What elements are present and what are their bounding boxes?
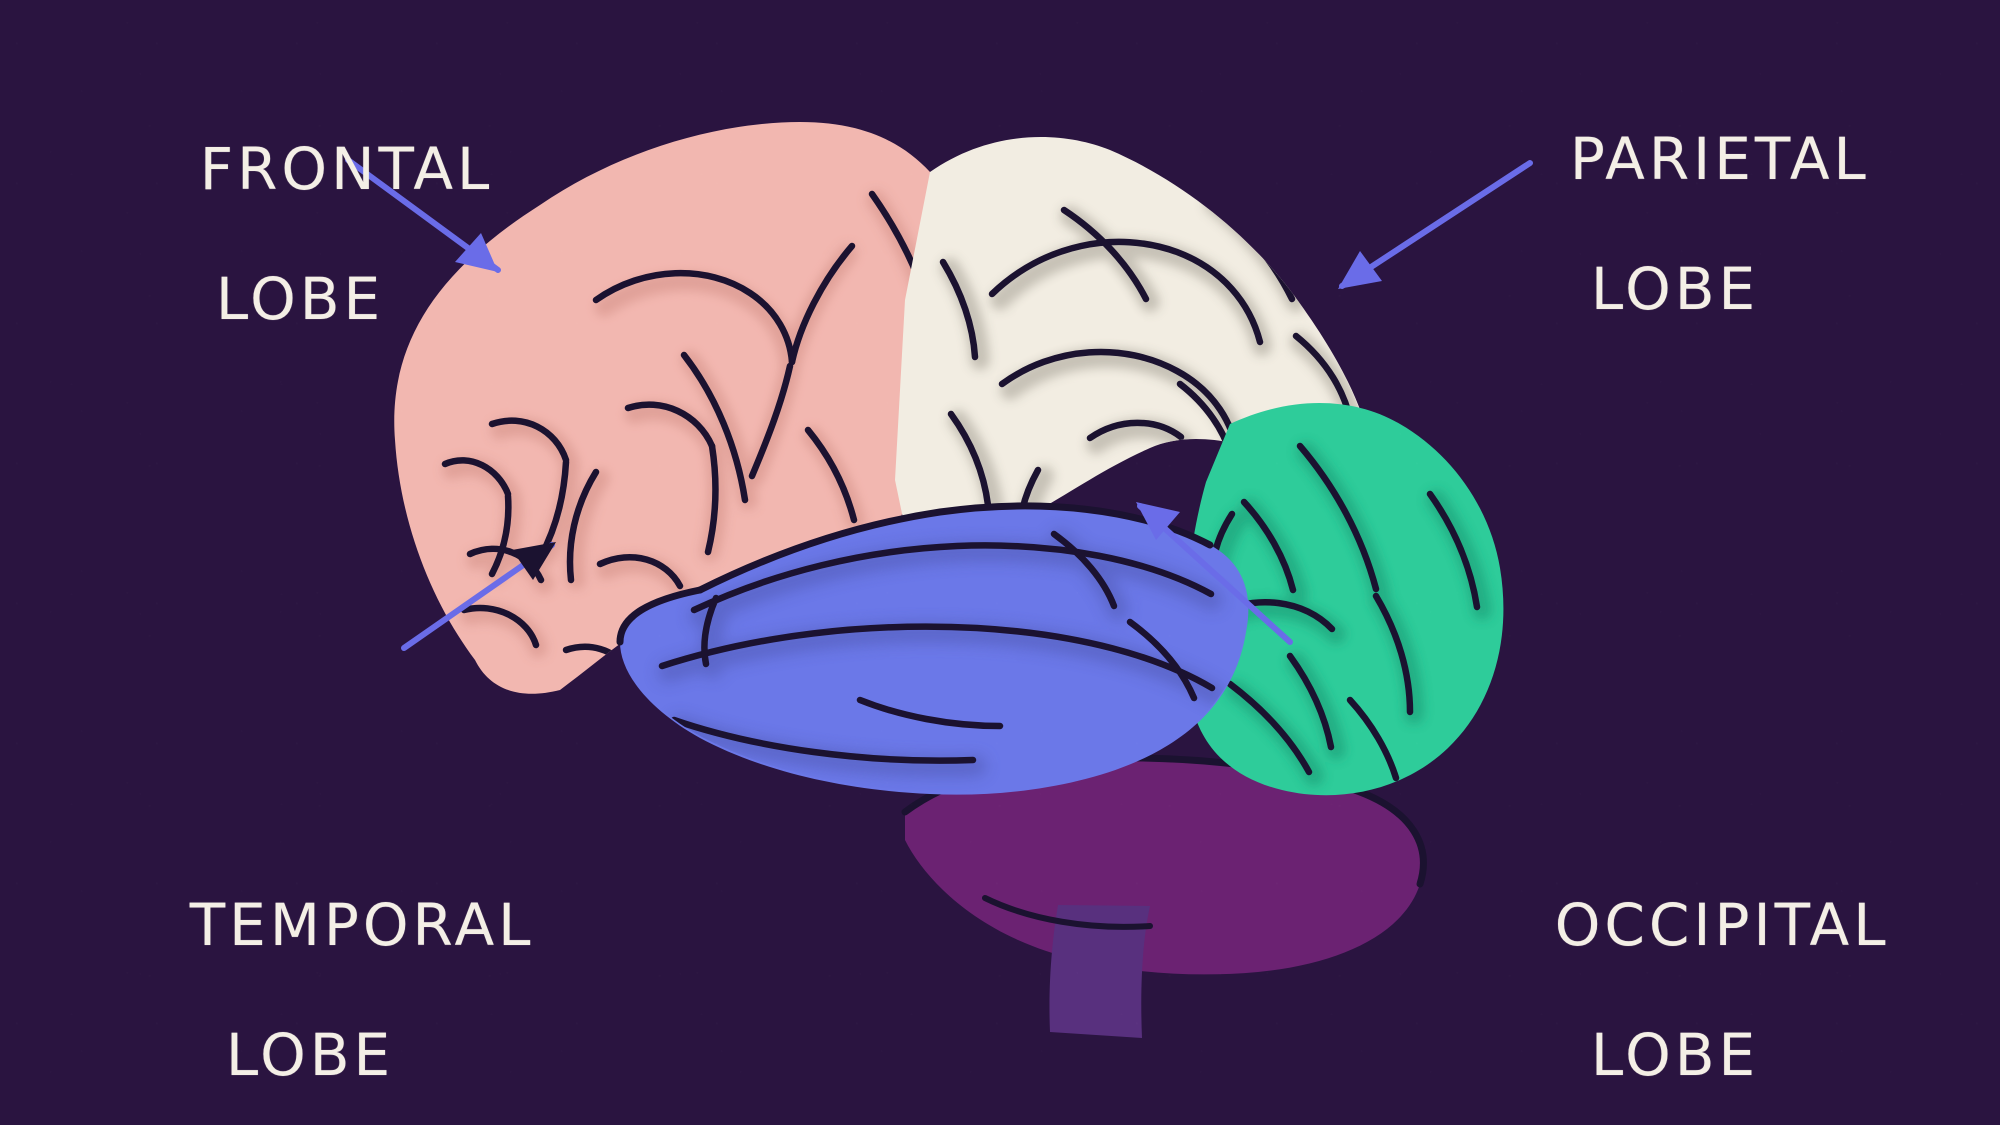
temporal-lobe-label-line2: LOBE — [225, 1020, 395, 1089]
parietal-lobe-label: PARIETAL LOBE — [1475, 62, 1875, 452]
frontal-lobe-label: FRONTAL LOBE — [110, 72, 490, 462]
parietal-arrow — [1338, 160, 1533, 289]
occipital-lobe-label: OCCIPITAL LOBE — [1465, 828, 1886, 1125]
occipital-lobe-label-line2: LOBE — [1590, 1020, 1760, 1089]
temporal-lobe-label-line1: TEMPORAL — [189, 890, 535, 959]
parietal-lobe-label-line1: PARIETAL — [1569, 124, 1870, 193]
brainstem-region — [982, 895, 1153, 1038]
temporal-lobe-region — [616, 502, 1249, 795]
parietal-lobe-label-line2: LOBE — [1590, 254, 1760, 323]
frontal-lobe-label-line2: LOBE — [215, 264, 385, 333]
frontal-lobe-label-line1: FRONTAL — [199, 134, 494, 203]
occipital-lobe-label-line1: OCCIPITAL — [1554, 890, 1890, 959]
occipital-arrow — [1136, 502, 1293, 645]
temporal-arrow — [401, 542, 556, 651]
temporal-lobe-label: TEMPORAL LOBE — [100, 828, 531, 1125]
frontal-arrow — [345, 157, 501, 273]
